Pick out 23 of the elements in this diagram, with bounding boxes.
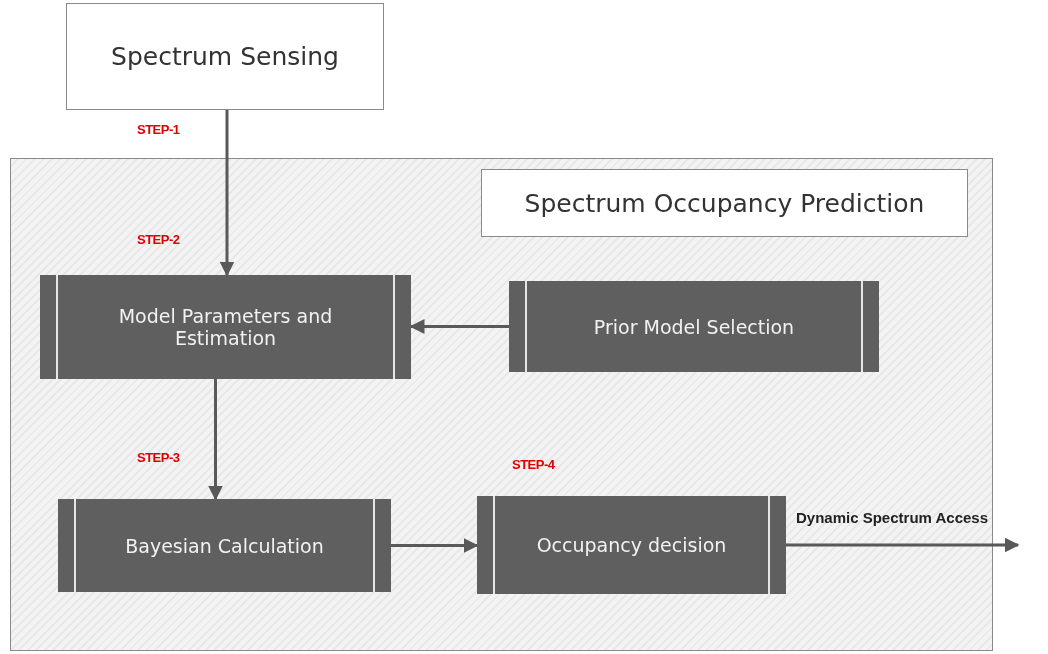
arrow <box>409 319 509 334</box>
node-label: Spectrum Occupancy Prediction <box>524 188 925 218</box>
process-box <box>66 3 384 110</box>
node-label: Spectrum Sensing <box>111 42 339 71</box>
step-label: STEP-2 <box>137 232 180 247</box>
node-label: Model Parameters and Estimation <box>117 305 334 349</box>
step-label: STEP-1 <box>137 122 180 137</box>
group-panel <box>10 158 993 651</box>
node-label: Prior Model Selection <box>593 315 795 338</box>
edge-label: Dynamic Spectrum Access <box>796 509 989 526</box>
process-box <box>477 496 786 594</box>
arrow <box>786 537 1020 553</box>
process-box <box>509 281 879 372</box>
arrow <box>208 379 223 501</box>
step-label: STEP-3 <box>137 450 180 465</box>
arrow <box>219 110 235 277</box>
process-box <box>40 275 411 379</box>
node-label: Bayesian Calculation <box>125 534 324 557</box>
arrow <box>391 538 479 553</box>
process-box <box>58 499 391 592</box>
process-box <box>481 169 968 237</box>
node-label: Occupancy decision <box>536 534 727 556</box>
step-label: STEP-4 <box>512 457 555 472</box>
